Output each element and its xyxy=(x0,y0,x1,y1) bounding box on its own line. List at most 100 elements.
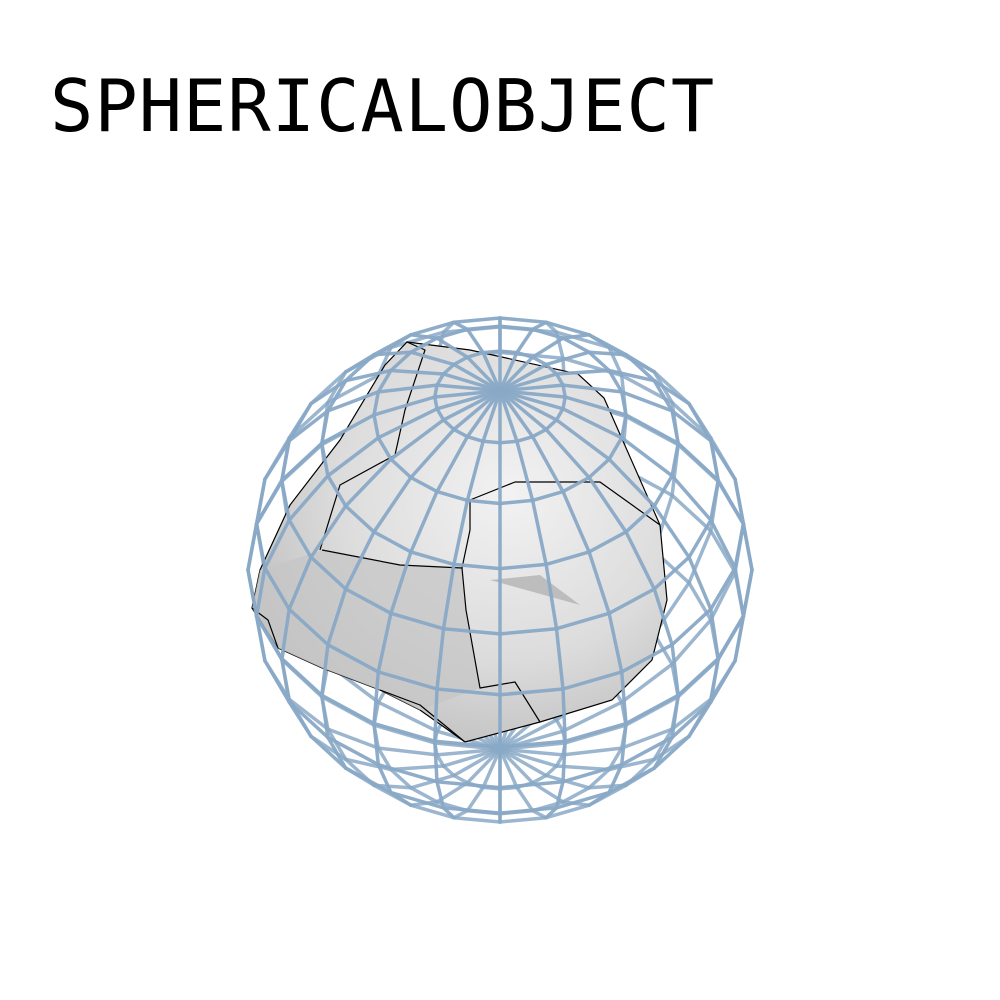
wireframe-edge xyxy=(372,350,413,357)
wireframe-edge xyxy=(498,389,535,439)
wireframe-edge xyxy=(607,436,624,461)
wireframe-edge xyxy=(254,566,267,618)
wireframe-edge xyxy=(530,773,548,785)
wireframe-edge xyxy=(343,368,393,383)
wireframe-edge xyxy=(498,747,565,757)
wireframe-edge xyxy=(561,687,567,743)
wireframe-edge xyxy=(409,786,439,804)
wireframe-edge xyxy=(530,336,565,359)
wireframe-edge xyxy=(670,618,713,666)
wireframe-edge xyxy=(619,721,628,767)
wireframe-edge xyxy=(498,741,567,751)
wireframe-edge xyxy=(435,407,446,422)
wireframe-edge xyxy=(530,808,548,820)
wireframe-edge xyxy=(498,316,548,325)
wireframe-edge xyxy=(498,747,548,778)
wireframe-edge xyxy=(670,693,680,740)
wireframe-edge xyxy=(280,438,291,483)
wireframe-edge xyxy=(409,475,439,494)
wireframe-edge xyxy=(441,362,456,376)
wireframe-edge xyxy=(741,568,754,618)
wireframe-edge xyxy=(433,739,439,784)
wireframe-edge xyxy=(498,626,559,636)
wireframe-edge xyxy=(409,320,456,337)
wireframe-edge xyxy=(452,562,502,571)
wireframe-edge xyxy=(263,438,291,482)
wireframe-edge xyxy=(561,746,624,757)
wireframe-edge xyxy=(433,383,439,399)
wireframe-edge xyxy=(652,734,691,770)
wireframe-edge xyxy=(607,762,624,795)
wireframe-edge xyxy=(389,418,446,461)
wireframe-edge xyxy=(544,350,591,367)
figure-title: SPHERICALOBJECT xyxy=(50,64,716,148)
wireframe-edge xyxy=(287,700,313,739)
wireframe-edge xyxy=(498,350,519,393)
wireframe-edge xyxy=(441,806,456,820)
wireframe-edge xyxy=(498,362,548,393)
wireframe-edge xyxy=(709,658,737,704)
wireframe-edge xyxy=(435,434,470,494)
wireframe-edge xyxy=(254,477,267,526)
wireframe-edge xyxy=(280,656,324,698)
wireframe-edge xyxy=(587,767,611,790)
polyhedron-seam-2 xyxy=(321,481,661,569)
wireframe-edge xyxy=(498,372,559,393)
wireframe-edge xyxy=(619,727,674,750)
wireframe-edge xyxy=(376,368,393,394)
wireframe-edge xyxy=(619,390,628,417)
wireframe-edge xyxy=(624,504,657,534)
wireframe-edge xyxy=(326,474,348,508)
wireframe-edge xyxy=(544,764,559,778)
wireframe-edge xyxy=(254,478,284,526)
wireframe-edge xyxy=(670,409,713,443)
wireframe-edge xyxy=(515,439,535,503)
wireframe-edge xyxy=(263,518,291,570)
wireframe-edge xyxy=(452,808,470,820)
wireframe-edge xyxy=(389,550,413,616)
wireframe-edge xyxy=(530,327,565,340)
wireframe-edge xyxy=(376,762,439,784)
wireframe-edge xyxy=(343,457,393,508)
wireframe-edge xyxy=(587,530,628,554)
wireframe-edge xyxy=(433,741,502,751)
wireframe-edge xyxy=(544,550,591,567)
wireframe-edge xyxy=(372,721,381,767)
wireframe-edge xyxy=(287,697,330,731)
wireframe-edge xyxy=(709,570,737,622)
wireframe-edge xyxy=(376,762,393,795)
wireframe-edge xyxy=(465,434,485,444)
wireframe-edge xyxy=(287,401,313,443)
wireframe-edge xyxy=(435,383,502,393)
wireframe-edge xyxy=(435,753,446,768)
wireframe-edge xyxy=(287,518,313,559)
wireframe-edge xyxy=(435,489,470,503)
wireframe-edge xyxy=(435,687,502,697)
wireframe-edge xyxy=(435,626,446,691)
wireframe-edge xyxy=(733,521,746,570)
wireframe-edge xyxy=(587,790,611,807)
wireframe-edge xyxy=(287,474,330,522)
wireframe-edge xyxy=(587,475,628,534)
wireframe-edge xyxy=(389,457,413,480)
wireframe-edge xyxy=(498,779,565,790)
wireframe-edge xyxy=(433,395,439,411)
wireframe-edge xyxy=(554,753,565,768)
wireframe-edge xyxy=(376,611,393,674)
wireframe-edge xyxy=(441,562,456,631)
wireframe-edge xyxy=(709,566,737,611)
wireframe-edge xyxy=(433,687,439,743)
wireframe-edge xyxy=(515,434,535,444)
wireframe-edge xyxy=(652,555,691,591)
wireframe-edge xyxy=(741,521,754,572)
wireframe-edge xyxy=(687,518,713,559)
wireframe-edge xyxy=(652,504,691,559)
wireframe-edge xyxy=(709,438,720,483)
wireframe-edge xyxy=(607,457,657,508)
wireframe-edge xyxy=(607,611,624,674)
wireframe-edge xyxy=(554,718,565,733)
wireframe-edge xyxy=(465,747,502,785)
wireframe-edge xyxy=(554,626,565,691)
wireframe-edge xyxy=(372,475,413,534)
wireframe-edge xyxy=(670,474,713,522)
